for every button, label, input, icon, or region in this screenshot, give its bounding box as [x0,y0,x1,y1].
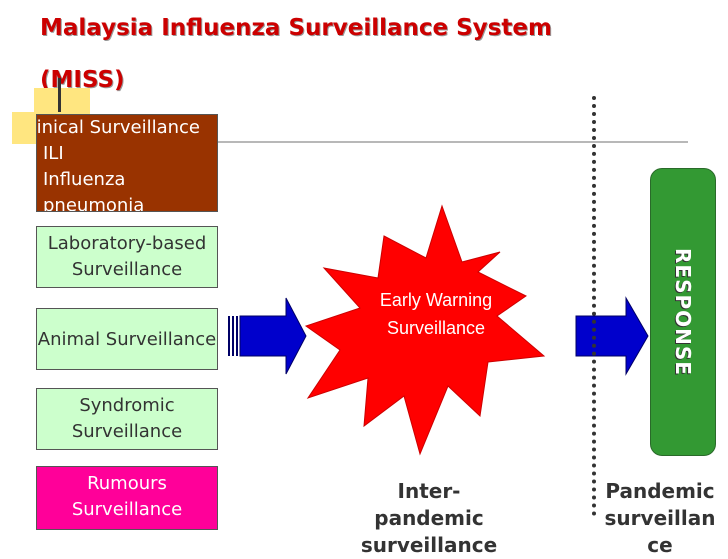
pandemic-label: Pandemic surveillan ce [590,478,728,559]
syndromic-line-2: Surveillance [71,421,183,442]
rumours-line-1: Rumours [87,473,167,494]
animal-surveillance-box: Animal Surveillance [36,308,218,370]
inter-pandemic-label: Inter- pandemic surveillance [344,478,514,559]
decor-vertical-tick [58,78,61,112]
response-box: RESPONSE [650,168,716,456]
lab-line-1: Laboratory-based [47,233,207,254]
inter-line-1: Inter- [397,479,461,503]
diagram-title: Malaysia Influenza Surveillance System (… [40,2,600,106]
influenza-label: Influenza [43,169,126,190]
clinical-label: Clinical Surveillance [36,117,201,138]
syndromic-surveillance-box: Syndromic Surveillance [36,388,218,450]
early-warning-burst [304,204,546,456]
response-label: RESPONSE [671,248,695,376]
clinical-surveillance-box: Clinical Surveillance ILI Influenza pneu… [36,114,218,212]
diagram-shapes: Early Warning Surveillance [239,204,649,456]
title-line-1: Malaysia Influenza Surveillance System [40,15,552,41]
syndromic-line-1: Syndromic [79,395,175,416]
arrow-tail-bars [228,316,240,356]
pandemic-divider-dotted-line [592,96,596,516]
divider-line [218,141,688,143]
pneumonia-label: pneumonia [43,195,145,212]
inter-line-2: pandemic [374,506,484,530]
pandemic-line-2: surveillan [604,506,716,530]
early-warning-line-1: Early Warning [380,290,492,310]
decor-square-yellow-small [12,112,40,144]
pandemic-line-1: Pandemic [605,479,715,503]
decor-square-yellow [34,88,90,118]
laboratory-surveillance-box: Laboratory-based Surveillance [36,226,218,288]
early-warning-line-2: Surveillance [387,318,485,338]
input-arrow [239,297,307,375]
output-arrow [575,296,649,376]
animal-line-1: Animal Surveillance [37,329,217,350]
rumours-line-2: Surveillance [71,499,183,520]
lab-line-2: Surveillance [71,259,183,280]
ili-label: ILI [43,143,64,164]
rumours-surveillance-box: Rumours Surveillance [36,466,218,530]
